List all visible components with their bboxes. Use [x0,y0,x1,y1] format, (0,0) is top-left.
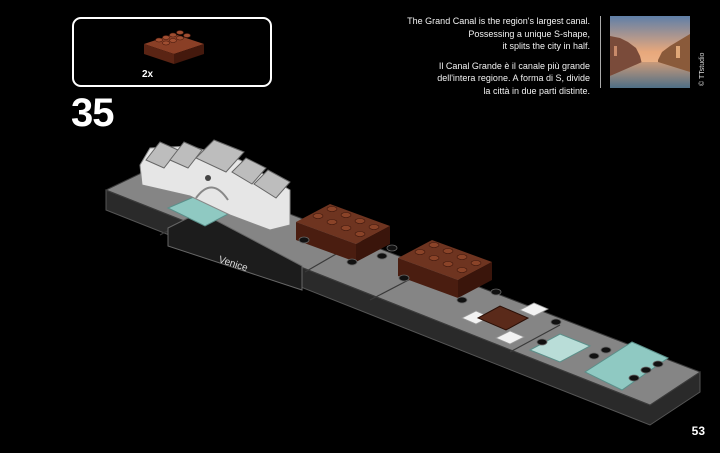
brick-right [398,240,492,298]
grand-canal-photo [610,16,690,88]
canal-tile-middle [528,333,592,363]
italian-description: Il Canal Grande è il canale più grande d… [437,60,590,96]
divider [600,16,601,88]
step-number: 35 [71,91,114,135]
brown-plate [476,305,530,331]
canal-tile-right [583,341,670,391]
english-description: The Grand Canal is the region's largest … [407,16,590,52]
parts-quantity: 2x [142,69,154,80]
info-text: The Grand Canal is the region's largest … [350,15,590,105]
page-number: 53 [691,424,705,438]
brick-2x4-icon [144,30,204,64]
brick-left [296,204,390,262]
parts-callout: 2x [72,17,272,87]
